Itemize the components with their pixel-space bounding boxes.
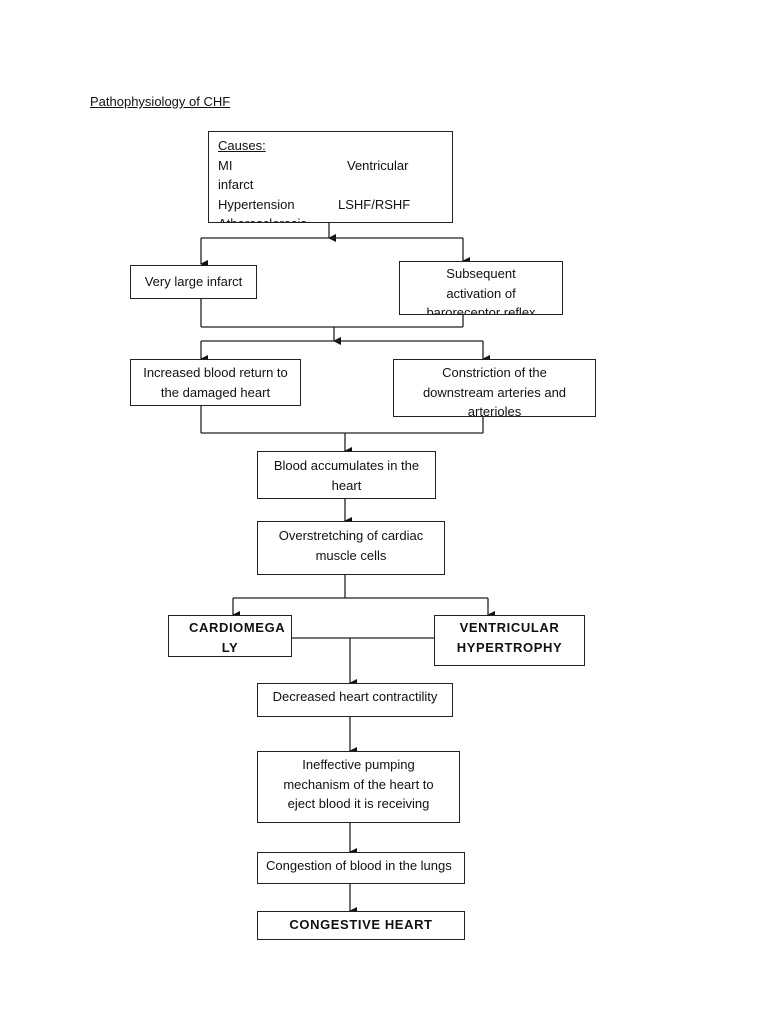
node-ventricular-hypertrophy: VENTRICULAR HYPERTROPHY <box>434 615 585 666</box>
node-baroreceptor: Subsequent activation of baroreceptor re… <box>399 261 563 315</box>
node-decreased-contractility: Decreased heart contractility <box>257 683 453 717</box>
cause-left: Atherosclerosis <box>218 214 347 222</box>
node-congestion: Congestion of blood in the lungs <box>257 852 465 884</box>
node-very-large-infarct: Very large infarct <box>130 265 257 299</box>
cause-left: Hypertension <box>218 196 295 212</box>
cause-left: infarct <box>218 177 254 192</box>
cause-right: Ventricular <box>347 157 409 173</box>
node-blood-accumulates: Blood accumulates in the heart <box>257 451 436 499</box>
node-constriction: Constriction of the downstream arteries … <box>393 359 596 417</box>
causes-box: Causes: MI Ventricular infarct Hypertensi… <box>208 131 453 223</box>
cause-right: LSHF/RSHF <box>338 196 411 212</box>
page-title: Pathophysiology of CHF <box>90 94 231 109</box>
causes-heading: Causes: <box>218 138 266 153</box>
node-increased-blood-return: Increased blood return to the damaged he… <box>130 359 301 406</box>
cause-left: MI <box>218 157 233 173</box>
node-congestive-heart: CONGESTIVE HEART <box>257 911 465 940</box>
node-ineffective-pumping: Ineffective pumping mechanism of the hea… <box>257 751 460 823</box>
node-overstretching: Overstretching of cardiac muscle cells <box>257 521 445 575</box>
node-cardiomegaly: CARDIOMEGA LY <box>168 615 292 657</box>
